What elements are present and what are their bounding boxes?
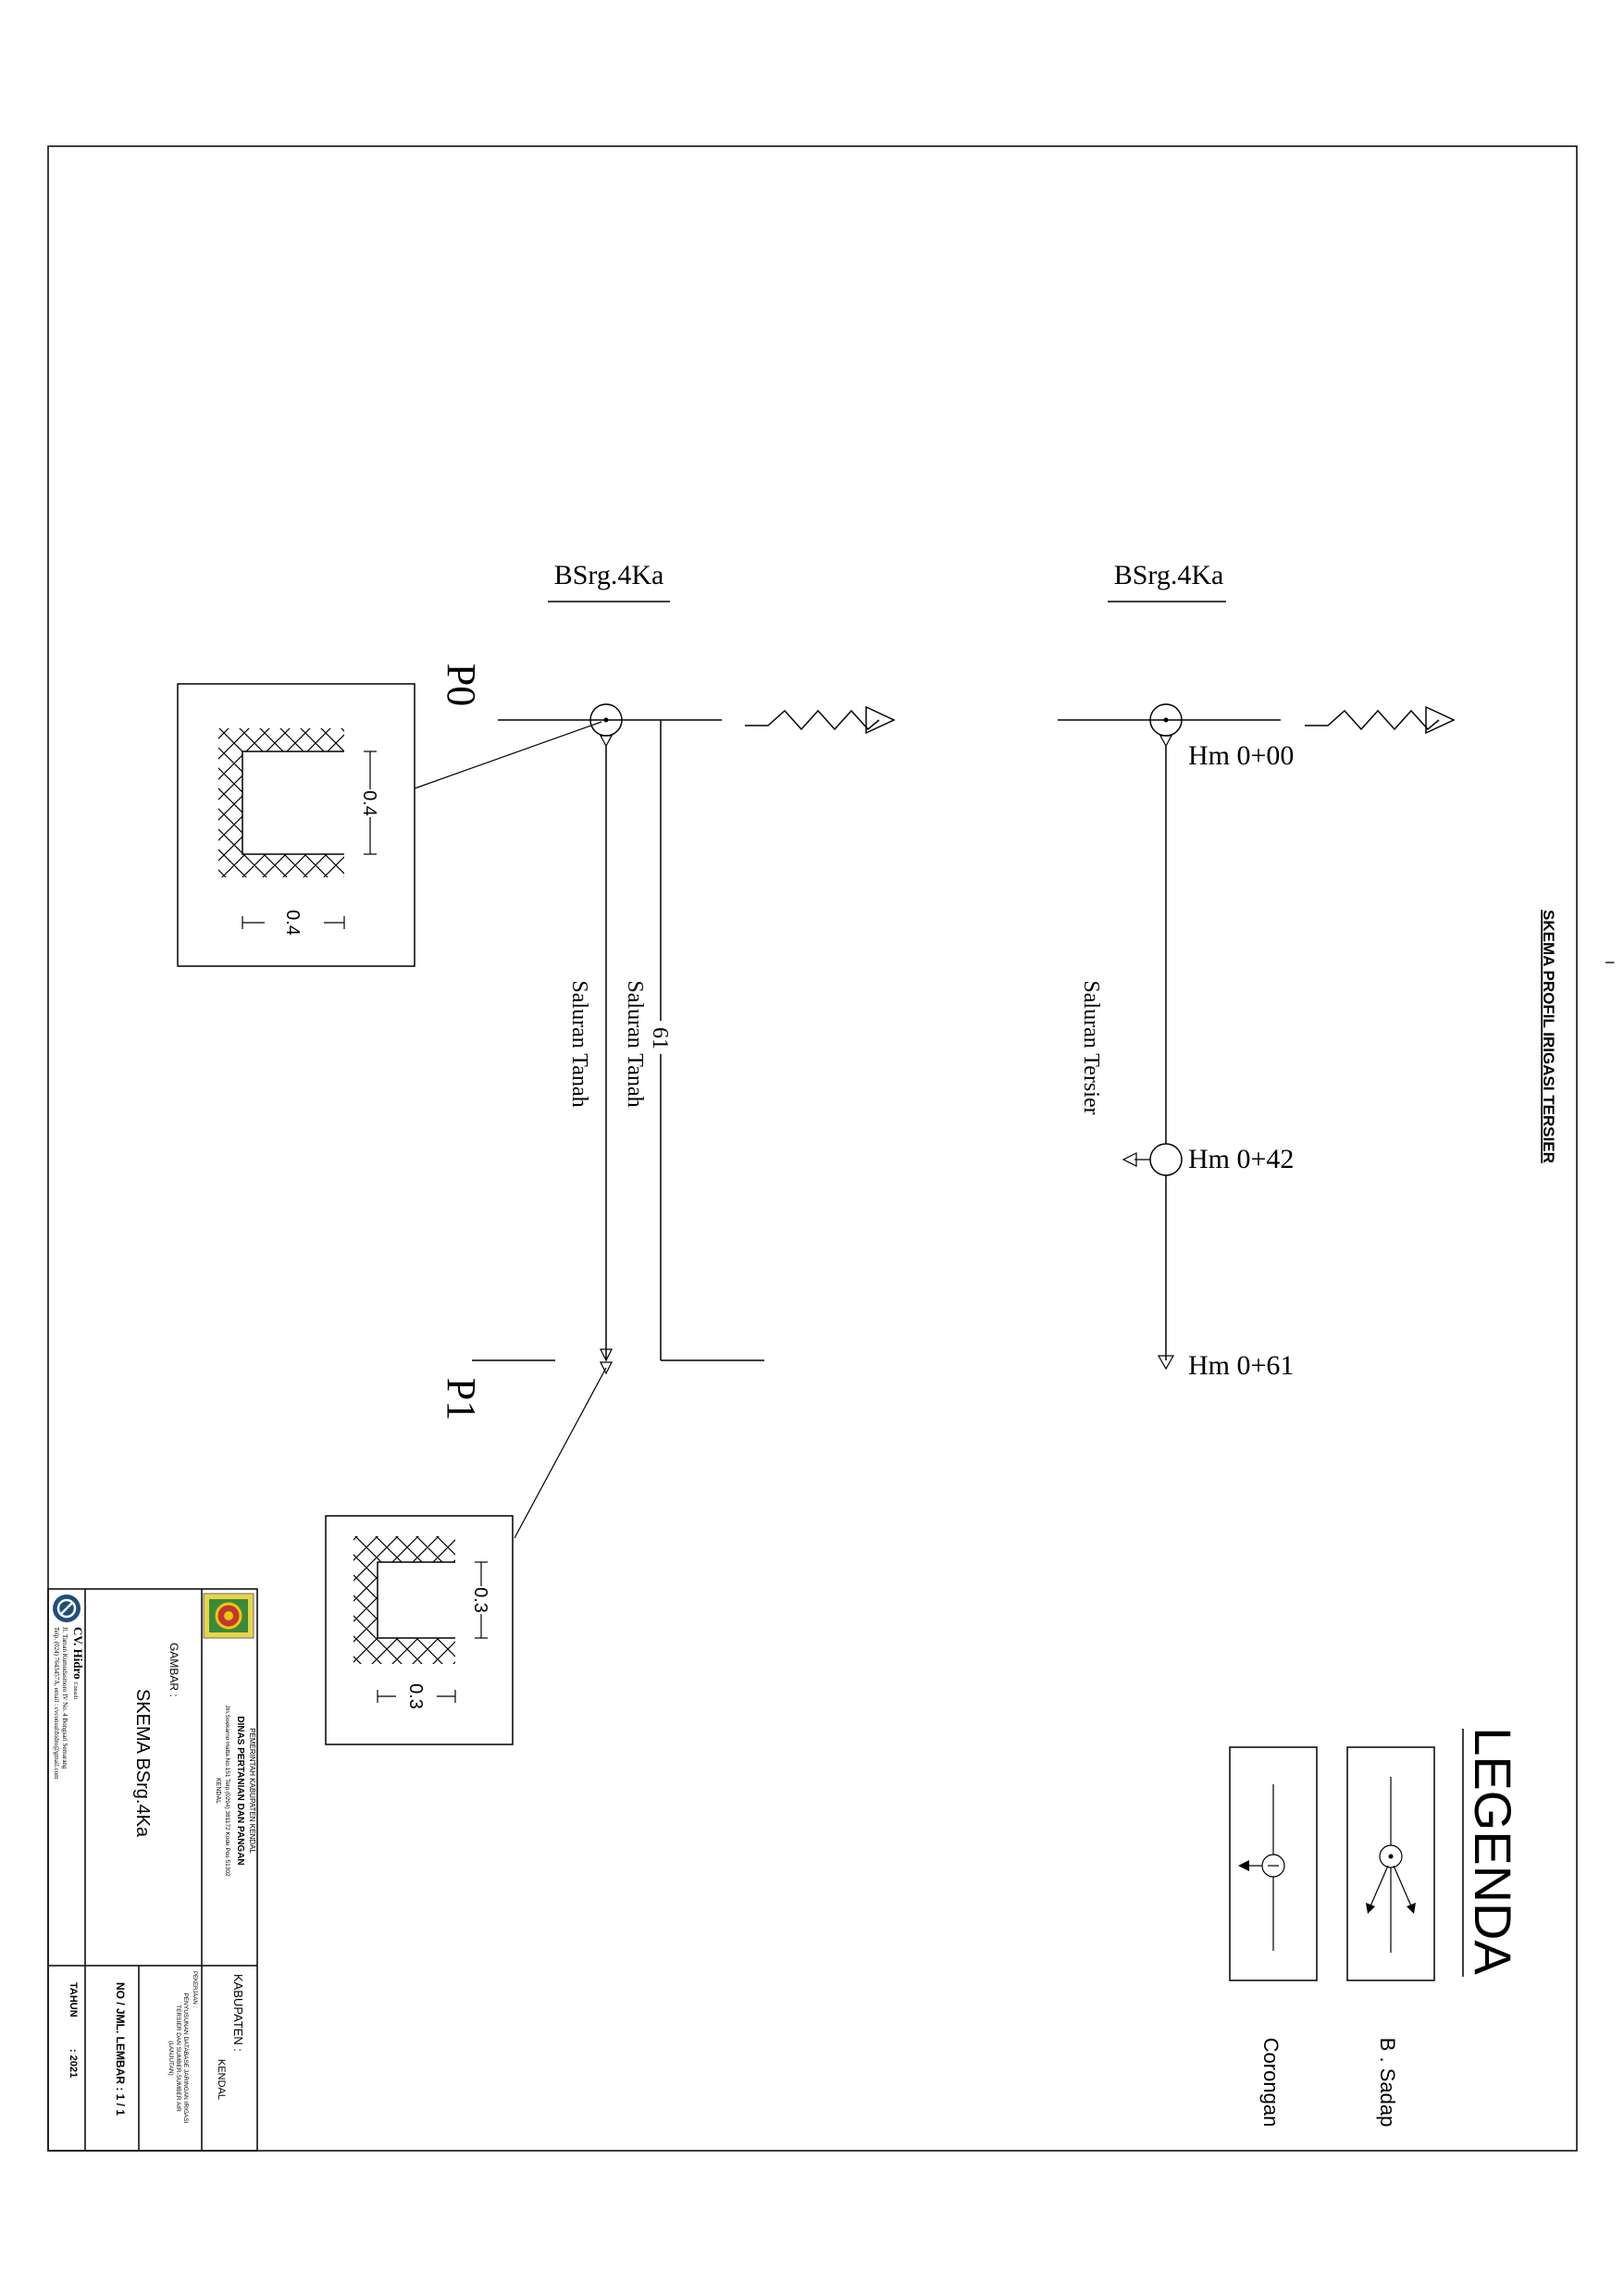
legend-title: LEGENDA bbox=[1464, 1727, 1522, 1975]
agency-logo-icon bbox=[203, 1593, 254, 1639]
p1-section-leader bbox=[514, 1367, 607, 1539]
p1-node-arrow-icon bbox=[600, 1361, 613, 1375]
left-scheme-label: BSrg.4Ka bbox=[554, 560, 664, 590]
right-scheme-label: BSrg.4Ka bbox=[1114, 560, 1224, 590]
left-source-zigzag-icon bbox=[745, 709, 880, 731]
consultant-logo-icon bbox=[53, 1595, 81, 1622]
consultant-name: CV. HidroConsult bbox=[71, 1627, 85, 1700]
right-channel-label: Saluran Tersier bbox=[1079, 980, 1103, 1114]
page-marker: I bbox=[1603, 961, 1618, 964]
left-channel-end-arrow-icon bbox=[600, 1348, 613, 1362]
sheet-border bbox=[47, 145, 1578, 2152]
gambar-value: SKEMA BSrg.4Ka bbox=[132, 1689, 153, 1838]
left-source-arrow-icon bbox=[865, 705, 896, 735]
agency-address: Jln.Soekarno Hatta No.151 Telp (0294) 38… bbox=[224, 1705, 230, 1877]
point-p1-label: P1 bbox=[439, 1378, 484, 1421]
kabupaten-value: KENDAL bbox=[216, 2059, 227, 2100]
legend: LEGENDA B . Sadap Corongan bbox=[1229, 1727, 1522, 2128]
right-scheme: BSrg.4Ka Hm 0+00 Hm 0+42 Hm 0+61 Saluran… bbox=[1058, 560, 1456, 1381]
title-block-frame bbox=[47, 1588, 258, 2152]
cross-section-p0-frame bbox=[177, 683, 415, 967]
cross-section-p0-height: 0.4 bbox=[282, 910, 303, 936]
agency-city: KENDAL bbox=[215, 1778, 221, 1804]
cross-section-p1-frame bbox=[325, 1515, 514, 1745]
cross-section-p1-channel bbox=[377, 1561, 455, 1639]
tahun-value: : 2021 bbox=[68, 2049, 79, 2078]
point-p0-label: P0 bbox=[439, 664, 484, 706]
cross-section-p1-width: 0.3 bbox=[470, 1587, 490, 1613]
sheet-number: NO / JML. LEMBAR : 1 / 1 bbox=[114, 1982, 127, 2116]
cross-section-p1-height: 0.3 bbox=[405, 1683, 426, 1709]
pekerjaan-label: PEKERJAAN : bbox=[192, 1971, 197, 2007]
sheet-title: SKEMA PROFIL IRIGASI TERSIER bbox=[1540, 910, 1557, 1163]
title-block: PEMERINTAH KABUPATEN KENDAL DINAS PERTAN… bbox=[47, 1588, 258, 2152]
left-channel-label-2: Saluran Tanah bbox=[623, 980, 647, 1107]
pekerjaan-line2: TERSIER DAN SUMBER-SUMBER AIR bbox=[175, 2004, 181, 2112]
cross-section-p1: 0.3 0.3 bbox=[325, 1515, 514, 1745]
corongan-node-icon bbox=[1149, 1143, 1183, 1176]
left-scheme: BSrg.4Ka P0 P1 61 Saluran Tanah Saluran … bbox=[414, 560, 896, 1539]
gambar-label: GAMBAR : bbox=[167, 1643, 180, 1697]
legend-corongan-box bbox=[1229, 1746, 1318, 1981]
cross-section-p0-hatch bbox=[218, 728, 344, 877]
station-hm-0-61: Hm 0+61 bbox=[1188, 1350, 1294, 1381]
corongan-node-arrow-icon bbox=[1122, 1152, 1137, 1167]
agency-heading: PEMERINTAH KABUPATEN KENDAL bbox=[248, 1728, 256, 1854]
p0-node-dot bbox=[603, 717, 609, 723]
right-source-zigzag-icon bbox=[1305, 709, 1440, 731]
pekerjaan-line1: PENYUSUNAN DATABASE JARINGAN IRIGASI bbox=[182, 1993, 189, 2124]
left-channel-label-1: Saluran Tanah bbox=[567, 980, 591, 1107]
p0-node-arrow-icon bbox=[599, 735, 614, 748]
station-hm-0-00: Hm 0+00 bbox=[1188, 740, 1294, 771]
consultant-address: Jl. Taman Kumudasmoro IV No. 4 Bongsari … bbox=[61, 1627, 68, 1769]
cross-section-p0: 0.4 0.4 bbox=[177, 683, 415, 967]
consultant-contact: Telp. (024) 7643457A, email : cvconsulth… bbox=[53, 1627, 60, 1780]
legend-b-sadap-label: B . Sadap bbox=[1376, 2038, 1399, 2128]
tahun-label: TAHUN bbox=[68, 1982, 79, 2017]
cross-section-p0-width: 0.4 bbox=[359, 790, 379, 816]
station-hm-0-42: Hm 0+42 bbox=[1188, 1144, 1294, 1174]
cross-section-p0-channel bbox=[242, 751, 344, 855]
legend-b-sadap-box bbox=[1346, 1746, 1435, 1981]
right-source-arrow-icon bbox=[1425, 705, 1456, 735]
agency-name: DINAS PERTANIAN DAN PANGAN bbox=[235, 1716, 245, 1865]
pekerjaan-line3: (LANJUTAN) bbox=[167, 2041, 174, 2075]
right-channel-end-arrow-icon bbox=[1157, 1355, 1175, 1371]
legend-corongan-label: Corongan bbox=[1259, 2038, 1283, 2128]
kabupaten-label: KABUPATEN : bbox=[231, 1974, 245, 2052]
cross-section-p1-hatch bbox=[353, 1536, 455, 1664]
p0-section-leader bbox=[414, 721, 602, 789]
left-channel-length: 61 bbox=[648, 1027, 672, 1049]
